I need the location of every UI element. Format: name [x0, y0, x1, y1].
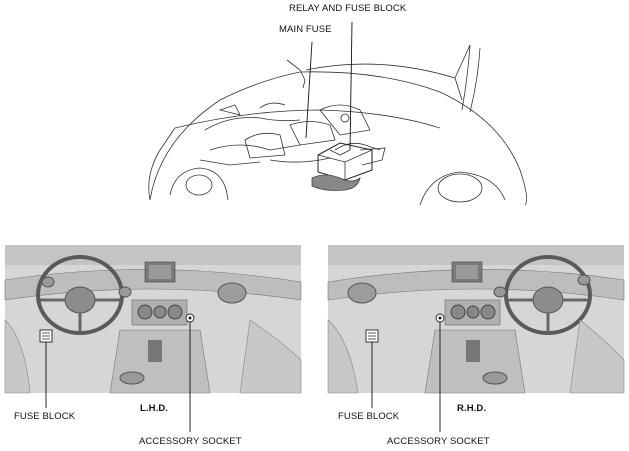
- lhd-fuse-block-label: FUSE BLOCK: [14, 411, 76, 422]
- rhd-dashboard-illustration: [327, 245, 625, 432]
- lhd-drive-side-label: L.H.D.: [140, 403, 169, 414]
- relay-fuse-block-label: RELAY AND FUSE BLOCK: [289, 3, 407, 14]
- engine-bay-illustration: [148, 21, 528, 206]
- main-fuse-label: MAIN FUSE: [279, 24, 332, 35]
- lhd-accessory-socket-label: ACCESSORY SOCKET: [139, 436, 242, 447]
- rhd-drive-side-label: R.H.D.: [457, 403, 487, 414]
- rhd-fuse-block-label: FUSE BLOCK: [338, 411, 400, 422]
- rhd-accessory-socket-label: ACCESSORY SOCKET: [387, 436, 490, 447]
- lhd-dashboard-illustration: [4, 245, 302, 432]
